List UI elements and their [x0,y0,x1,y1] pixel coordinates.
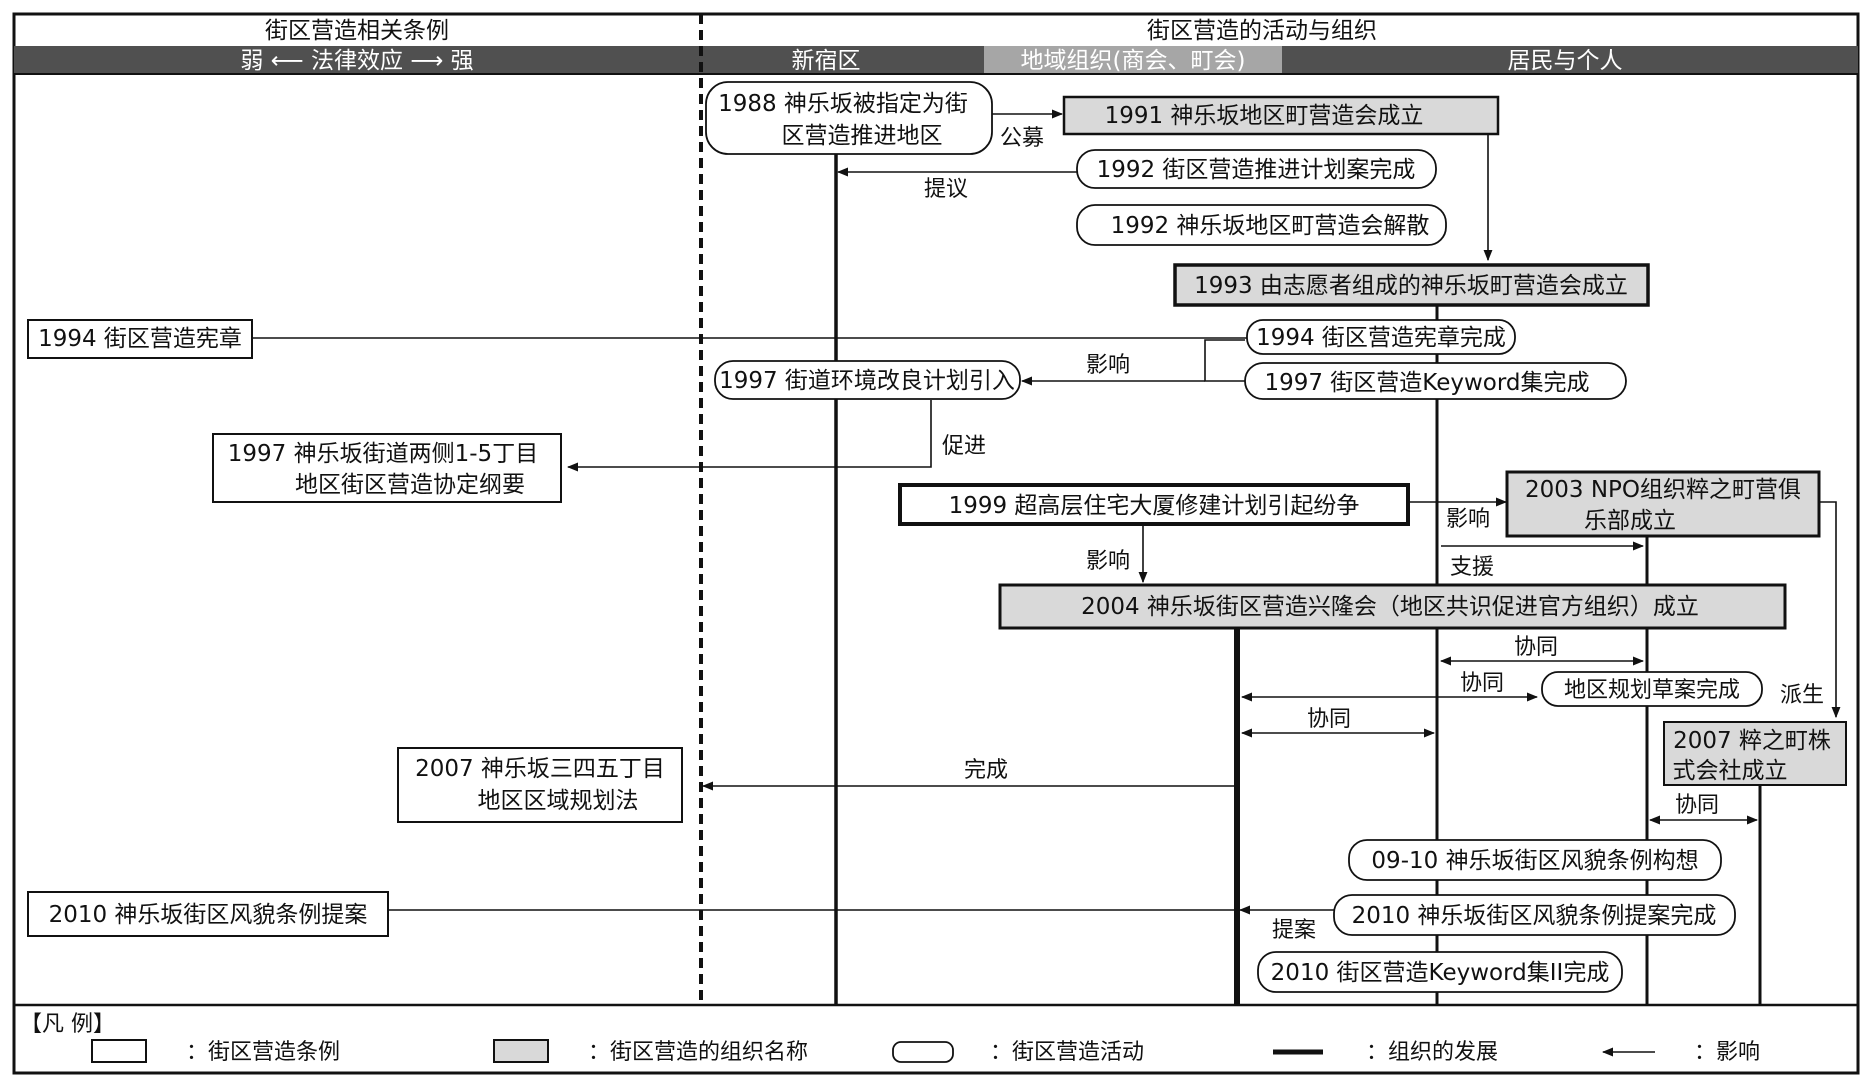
box-0910-concept: 09-10 神乐坂街区风貌条例构想 [1371,848,1698,874]
label-xietong-4: 协同 [1675,793,1719,818]
header-bar-local [984,46,1282,74]
label-tian: 提案 [1272,918,1316,943]
box-1988-line2: 区营造推进地区 [782,123,943,149]
header-bar-left [14,46,701,74]
legend-org: ：街区营造的组织名称 [588,1040,808,1065]
legend-title: 【凡 例】 [20,1012,115,1037]
box-1994-charter-done: 1994 街区营造宪章完成 [1256,325,1506,351]
right-title: 街区营造的活动与组织 [1147,18,1377,44]
label-zhiyuan: 支援 [1450,555,1494,580]
header: 街区营造相关条例 弱 ⟵ 法律效应 ⟶ 强 街区营造的活动与组织 新宿区 地域组… [14,18,1858,75]
header-bar-shinjuku [701,46,984,74]
box-1997-agreement-line1: 1997 神乐坂街道两侧1-5丁目 [228,441,538,467]
ordinance-boxes: 1994 街区营造宪章 1997 神乐坂街道两侧1-5丁目 地区街区营造协定纲要… [27,319,683,937]
legend-org-swatch [493,1039,549,1063]
organization-boxes: 1991 神乐坂地区町营造会成立 1993 由志愿者组成的神乐坂町营造会成立 2… [998,95,1847,786]
box-2007-law-line1: 2007 神乐坂三四五丁目 [415,756,665,782]
box-1997-agreement-line2: 地区街区营造协定纲要 [295,472,525,498]
column-residents: 居民与个人 [1508,48,1623,74]
box-2007-law-line2: 地区区域规划法 [478,788,639,814]
bracket-influence-1997 [1204,339,1245,382]
legend-influence: ：影响 [1694,1040,1760,1065]
legend-activity: ：街区营造活动 [990,1040,1144,1065]
box-draft-plan: 地区规划草案完成 [1564,678,1740,703]
label-xietong-3: 协同 [1307,707,1351,732]
legend: 【凡 例】 ：街区营造条例 ：街区营造的组织名称 ：街区营造活动 ：组织的发展 … [20,1012,1760,1065]
box-2004-org: 2004 神乐坂街区营造兴隆会（地区共识促进官方组织）成立 [1081,594,1699,620]
edge-labels: 公募 提议 影响 促进 影响 影响 支援 协同 协同 派生 协同 完成 协同 提… [924,126,1824,943]
label-wancheng: 完成 [964,758,1008,783]
legend-development: ：组织的发展 [1366,1040,1498,1065]
box-1997-environment: 1997 街道环境改良计划引入 [719,368,1015,394]
box-1999-dispute: 1999 超高层住宅大厦修建计划引起纷争 [949,493,1360,519]
column-shinjuku: 新宿区 [792,48,861,74]
outer-frame [12,12,1860,1075]
label-xietong-1: 协同 [1514,635,1558,660]
left-subtitle: 弱 ⟵ 法律效应 ⟶ 强 [240,48,473,74]
label-paisheng: 派生 [1780,683,1824,708]
arrow-cujin [566,400,932,472]
box-1997-keyword: 1997 街区营造Keyword集完成 [1264,370,1589,396]
label-tiyi: 提议 [924,177,968,202]
box-2003-npo-line2: 乐部成立 [1584,508,1676,534]
label-cujin: 促进 [942,434,986,459]
header-bar-residents [1282,46,1858,74]
box-2003-npo-line1: 2003 NPO组织粹之町营俱 [1525,477,1801,503]
box-1992-dissolve: 1992 神乐坂地区町营造会解散 [1111,213,1430,239]
label-yingxiang-3: 影响 [1086,549,1130,574]
legend-ordinance: ：街区营造条例 [186,1040,340,1065]
box-2010-proposal-done: 2010 神乐坂街区风貌条例提案完成 [1352,903,1717,929]
arrow-paisheng [1819,501,1841,719]
column-local-org: 地域组织(商会、町会) [1021,48,1246,74]
label-gongmu: 公募 [1000,126,1044,151]
legend-ordinance-swatch [91,1039,147,1063]
label-yingxiang-2: 影响 [1446,507,1490,532]
box-1994-charter: 1994 街区营造宪章 [38,326,242,352]
activity-boxes: 1988 神乐坂被指定为街 区营造推进地区 1992 街区营造推进计划案完成 1… [705,81,1763,993]
box-1992-plan: 1992 街区营造推进计划案完成 [1097,157,1416,183]
box-2010-proposal: 2010 神乐坂街区风貌条例提案 [49,902,368,928]
box-2010-keyword-2: 2010 街区营造Keyword集II完成 [1271,960,1610,986]
left-title: 街区营造相关条例 [265,18,449,44]
box-2007-corp-line1: 2007 粹之町株 [1673,728,1831,754]
dispute-box: 1999 超高层住宅大厦修建计划引起纷争 [898,483,1410,526]
label-yingxiang-1: 影响 [1086,353,1130,378]
label-xietong-2: 协同 [1460,671,1504,696]
box-1993-org: 1993 由志愿者组成的神乐坂町营造会成立 [1194,273,1628,299]
box-1988-line1: 1988 神乐坂被指定为街 [718,91,968,117]
legend-activity-swatch [892,1041,954,1063]
box-2007-corp-line2: 式会社成立 [1673,758,1788,784]
connectors [252,109,1841,915]
box-1991-org: 1991 神乐坂地区町营造会成立 [1105,103,1424,129]
